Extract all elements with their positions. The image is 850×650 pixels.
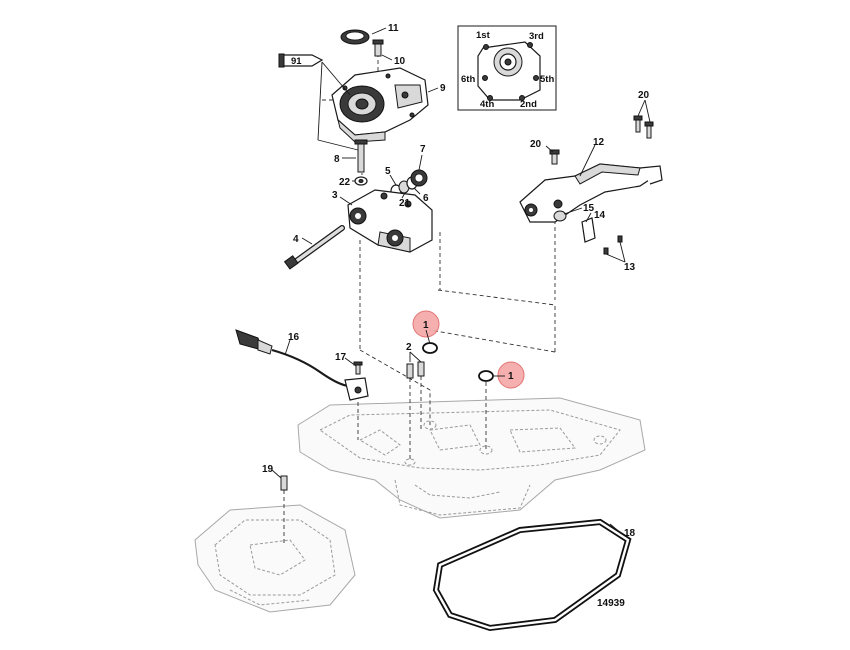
- clip-14: [581, 217, 596, 243]
- highlight-o-ring-b: [497, 361, 525, 389]
- callout-11: 11: [388, 23, 399, 34]
- adapter-plate-ghost: [297, 397, 646, 519]
- callout-20a: 20: [530, 139, 542, 150]
- leader-lines: [271, 27, 651, 535]
- callout-2: 2: [406, 342, 412, 353]
- bracket-3: [347, 189, 433, 253]
- callout-8: 8: [334, 154, 340, 165]
- callout-6: 6: [423, 193, 429, 204]
- sealant-tube: 91: [278, 53, 324, 68]
- fitting-7: [410, 169, 428, 187]
- callout-16: 16: [288, 332, 300, 343]
- seq-first: 1st: [476, 30, 491, 41]
- dowel-19: [280, 475, 288, 491]
- callout-1a: 1: [423, 320, 429, 331]
- callout-22: 22: [339, 177, 351, 188]
- seq-second: 2nd: [520, 99, 537, 110]
- callout-18: 18: [624, 528, 636, 539]
- seq-fifth: 5th: [540, 74, 554, 85]
- callout-15: 15: [583, 203, 595, 214]
- callout-labels: 11 10 9 8 22 5 21 6 7 3 4 12 20 20 14 15…: [262, 23, 650, 609]
- gasket-18: [432, 518, 632, 632]
- washer-22: [354, 176, 368, 186]
- oil-pump-9: [331, 67, 429, 143]
- screw-17: [353, 361, 363, 375]
- callout-13: 13: [624, 262, 636, 273]
- torque-sequence-inset: 1st 3rd 6th 5th 4th 2nd: [457, 25, 557, 111]
- o-ring-1a: [422, 342, 438, 354]
- callout-7: 7: [420, 144, 426, 155]
- seq-sixth: 6th: [461, 74, 475, 85]
- seq-third: 3rd: [529, 31, 544, 42]
- callout-17: 17: [335, 352, 347, 363]
- callout-19: 19: [262, 464, 274, 475]
- screw-10: [372, 39, 384, 57]
- callout-12: 12: [593, 137, 605, 148]
- callout-21: 21: [399, 198, 411, 209]
- seal-11: [340, 29, 370, 45]
- screws-13: [603, 235, 623, 255]
- callout-5: 5: [385, 166, 391, 177]
- callout-3: 3: [332, 190, 338, 201]
- callout-1b: 1: [508, 371, 514, 382]
- callout-9: 9: [440, 83, 446, 94]
- pin-8: [354, 139, 368, 173]
- highlight-o-ring-a: [412, 310, 440, 338]
- seq-fourth: 4th: [480, 99, 494, 110]
- o-ring-1b: [478, 370, 494, 382]
- figure-number: 14939: [597, 598, 625, 609]
- bolt-4: [283, 225, 345, 270]
- sensor-16: [235, 329, 369, 401]
- callout-20b: 20: [638, 90, 650, 101]
- dowels-2: [406, 361, 425, 379]
- callout-10: 10: [394, 56, 406, 67]
- callout-14: 14: [594, 210, 606, 221]
- sealant-tube-label: 91: [291, 56, 302, 67]
- fitting-15: [553, 210, 567, 222]
- shift-lever-12: [519, 163, 663, 223]
- lower-bracket-ghost: [194, 504, 356, 613]
- callout-4: 4: [293, 234, 299, 245]
- screws-20: [549, 115, 654, 165]
